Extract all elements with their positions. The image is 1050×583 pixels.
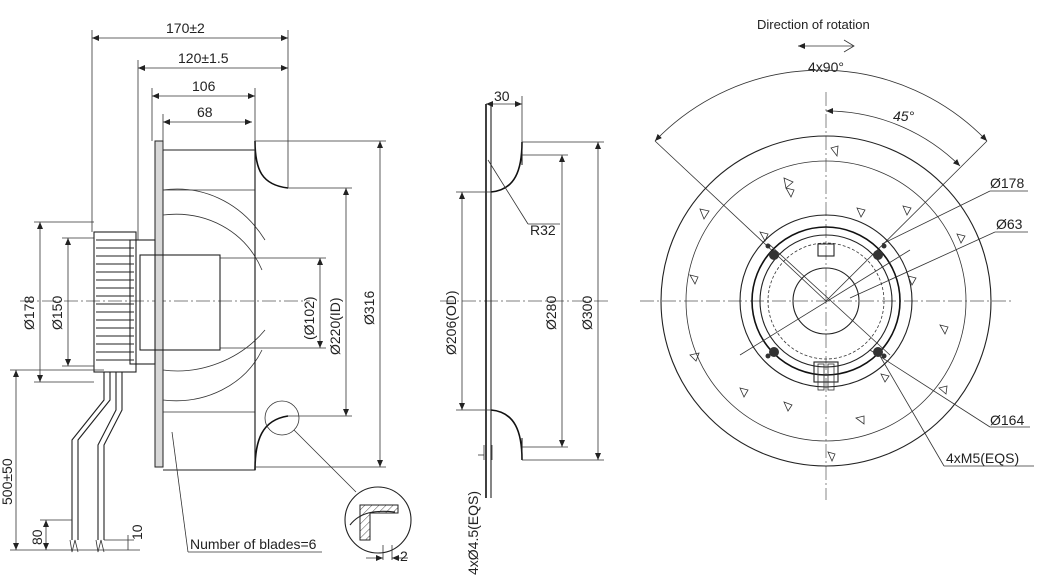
dim-cable-strip: 80 [29, 529, 45, 545]
blade [162, 188, 266, 241]
cable [97, 372, 117, 540]
mount-hole-small [765, 353, 771, 359]
dim-cable-end: 10 [129, 524, 145, 540]
rotor-outer [739, 214, 913, 388]
detail-marker [264, 400, 300, 436]
rotor-flange [751, 226, 901, 376]
cable-gland [813, 361, 839, 383]
dim-depth: 30 [494, 88, 510, 104]
dim-shaft-dia: (Ø102) [301, 296, 317, 340]
blades-leader [171, 431, 189, 553]
dim-flange-dia: Ø150 [49, 296, 65, 330]
front-view: Direction of rotation 4x90° 45° [640, 17, 1034, 500]
cable-outlet [817, 363, 825, 391]
detail-gap-label: 2 [400, 548, 408, 564]
dim-threads: 4xM5(EQS) [946, 450, 1019, 466]
diag-line [739, 249, 911, 356]
inlet-lip-top [254, 140, 289, 189]
leader-63 [849, 231, 996, 299]
angle-arc-90 [654, 69, 988, 142]
detail-curve [349, 510, 396, 526]
cable-outlet [827, 363, 835, 391]
dim-impeller-length: 120±1.5 [178, 50, 229, 66]
nozzle-bell-top [490, 141, 523, 193]
heatsink-fins [93, 231, 137, 373]
mount-hole-small [881, 243, 887, 249]
nozzle-view: 30 R32 Ø206(OD) Ø280 Ø300 4xØ4.5(EQS) [440, 88, 610, 575]
mount-hole [769, 250, 779, 260]
dim-holes: 4xØ4.5(EQS) [465, 491, 481, 575]
leader-164 [869, 349, 991, 428]
rotor-center [792, 267, 860, 335]
mount-hole-small [765, 243, 771, 249]
motor-hub [139, 254, 221, 351]
blade [162, 349, 263, 402]
side-view: 2 170±2 120±1.5 106 68 Ø178 Ø150 (Ø102) [0, 20, 412, 564]
dim-outer: Ø300 [579, 296, 595, 330]
wire-ends [95, 539, 105, 553]
angle-ray [825, 140, 988, 302]
dim-overall-length: 170±2 [166, 20, 205, 36]
impeller-plate [154, 140, 164, 468]
blade-windows [689, 145, 966, 462]
rotor-ring-dashed [767, 242, 885, 360]
impeller-inner-ring [685, 160, 967, 442]
wire-ends [69, 539, 79, 553]
dim-outer-dia: Ø316 [361, 291, 377, 325]
cable [103, 372, 123, 540]
diag-line [769, 244, 891, 356]
rotor-ring [759, 234, 893, 368]
angle-ray [654, 140, 827, 302]
mount-hole-small [881, 353, 887, 359]
dim-d63: Ø63 [996, 216, 1023, 232]
blade [162, 329, 266, 372]
dim-od: Ø206(OD) [443, 290, 459, 355]
blades-note: Number of blades=6 [190, 536, 317, 552]
dim-radius: R32 [530, 222, 556, 238]
dim-hole-circle: Ø280 [543, 296, 559, 330]
rotor-label [817, 243, 835, 257]
dim-hub-length: 68 [197, 104, 213, 120]
mount-hole [873, 250, 883, 260]
dim-d164: Ø164 [990, 412, 1024, 428]
leader-m5 [879, 355, 945, 467]
impeller-outline [163, 149, 256, 471]
cable [71, 372, 105, 540]
blade [162, 213, 263, 271]
rotation-arrow-tail [843, 39, 855, 53]
detail-circle [344, 486, 412, 554]
dim-cable-length: 500±50 [0, 458, 15, 505]
leader-178 [881, 190, 991, 245]
dim-d178: Ø178 [990, 175, 1024, 191]
angle-4x90: 4x90° [808, 59, 844, 75]
radius-leader [487, 159, 529, 225]
mount-hole [769, 347, 779, 357]
detail-leader [293, 429, 357, 493]
angle-45: 45° [893, 108, 915, 124]
inlet-lip-bottom [254, 415, 289, 471]
impeller-disc [660, 135, 992, 467]
cable [77, 372, 111, 540]
rotation-label: Direction of rotation [757, 17, 870, 32]
dim-motor-length: 106 [192, 78, 216, 94]
dim-inlet-id: Ø220(ID) [327, 297, 343, 355]
mount-hole [873, 347, 883, 357]
detail-section [359, 504, 399, 541]
dim-motor-dia: Ø178 [21, 296, 37, 330]
motor-collar [129, 239, 156, 365]
nozzle-bell-bottom [490, 409, 523, 461]
angle-arc-45 [825, 107, 961, 167]
